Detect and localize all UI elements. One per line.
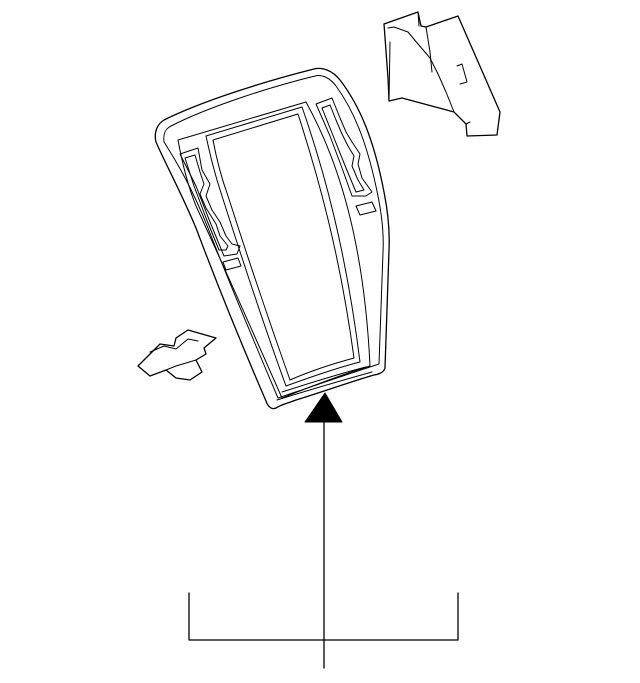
reference-arrow <box>304 392 343 669</box>
mounting-bracket[interactable] <box>383 11 501 137</box>
bezel-panel[interactable] <box>154 67 390 410</box>
callout-bracket <box>188 592 459 641</box>
clip[interactable] <box>137 329 217 381</box>
